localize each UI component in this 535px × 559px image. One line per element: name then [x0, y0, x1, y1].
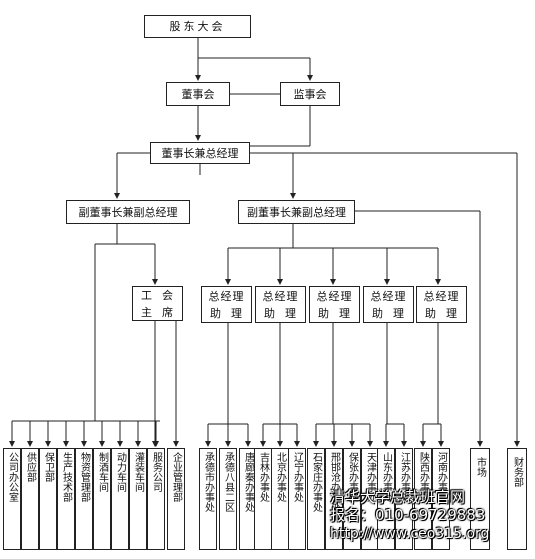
asst-gm-4: 总经理 助 理	[363, 286, 414, 323]
watermark-line2: 报名：010-69729883	[330, 506, 486, 524]
office-liaoning: 辽宁办事处	[288, 448, 306, 550]
dept-supply: 供应部	[21, 448, 39, 550]
vice-chair-right-node: 副董事长兼副总经理	[238, 200, 355, 224]
office-chengde-counties: 承德八县二区	[219, 448, 237, 550]
office-shandong: 山东办事处	[377, 448, 395, 550]
watermark-line1: 清华大学总裁班官网	[330, 488, 466, 506]
office-chengde-city: 承德市办事处	[199, 448, 217, 550]
vice-chair-left-node: 副董事长兼副总经理	[66, 200, 190, 224]
dept-bottling-workshop: 灌装车间	[129, 448, 147, 550]
dept-production-tech: 生产技术部	[57, 448, 75, 550]
dept-general-office: 公司办公室	[3, 448, 21, 550]
asst-gm-3: 总经理 助 理	[309, 286, 360, 323]
office-henan: 河南办事处	[432, 448, 450, 550]
dept-enterprise-mgmt: 企业管理部	[167, 448, 185, 550]
board-node: 董事会	[166, 82, 230, 106]
market-node: 市场	[470, 448, 490, 550]
dept-power-workshop: 动力车间	[111, 448, 129, 550]
supervisors-node: 监事会	[280, 82, 340, 106]
watermark-line3: http://www.ceo315.org	[330, 526, 490, 542]
union-chair-node: 工 会 主 席	[132, 286, 183, 321]
watermark: 清华大学总裁班官网 报名：010-69729883 http://www.ceo…	[330, 488, 530, 543]
finance-node: 财务部	[507, 448, 527, 550]
dept-brewing-workshop: 制酒车间	[93, 448, 111, 550]
dept-security: 保卫部	[39, 448, 57, 550]
asst-gm-5: 总经理 助 理	[416, 286, 467, 323]
office-xing-han-cang: 邢邯沧办事处	[325, 448, 343, 550]
asst-gm-1: 总经理 助 理	[201, 286, 252, 323]
office-beijing: 北京办事处	[271, 448, 289, 550]
shareholders-node: 股东大会	[144, 15, 251, 38]
office-jiangsu: 江苏办事处	[395, 448, 413, 550]
office-bao-zhang: 保张办事处	[343, 448, 361, 550]
dept-service-company: 服务公司	[147, 448, 165, 550]
dept-materials: 物资管理部	[75, 448, 93, 550]
chairman-gm-node: 董事长兼总经理	[150, 142, 250, 164]
office-jilin: 吉林办事处	[254, 448, 272, 550]
asst-gm-2: 总经理 助 理	[255, 286, 306, 323]
office-shijiazhuang: 石家庄办事处	[307, 448, 325, 550]
office-shaanxi: 陕西办事处	[414, 448, 432, 550]
